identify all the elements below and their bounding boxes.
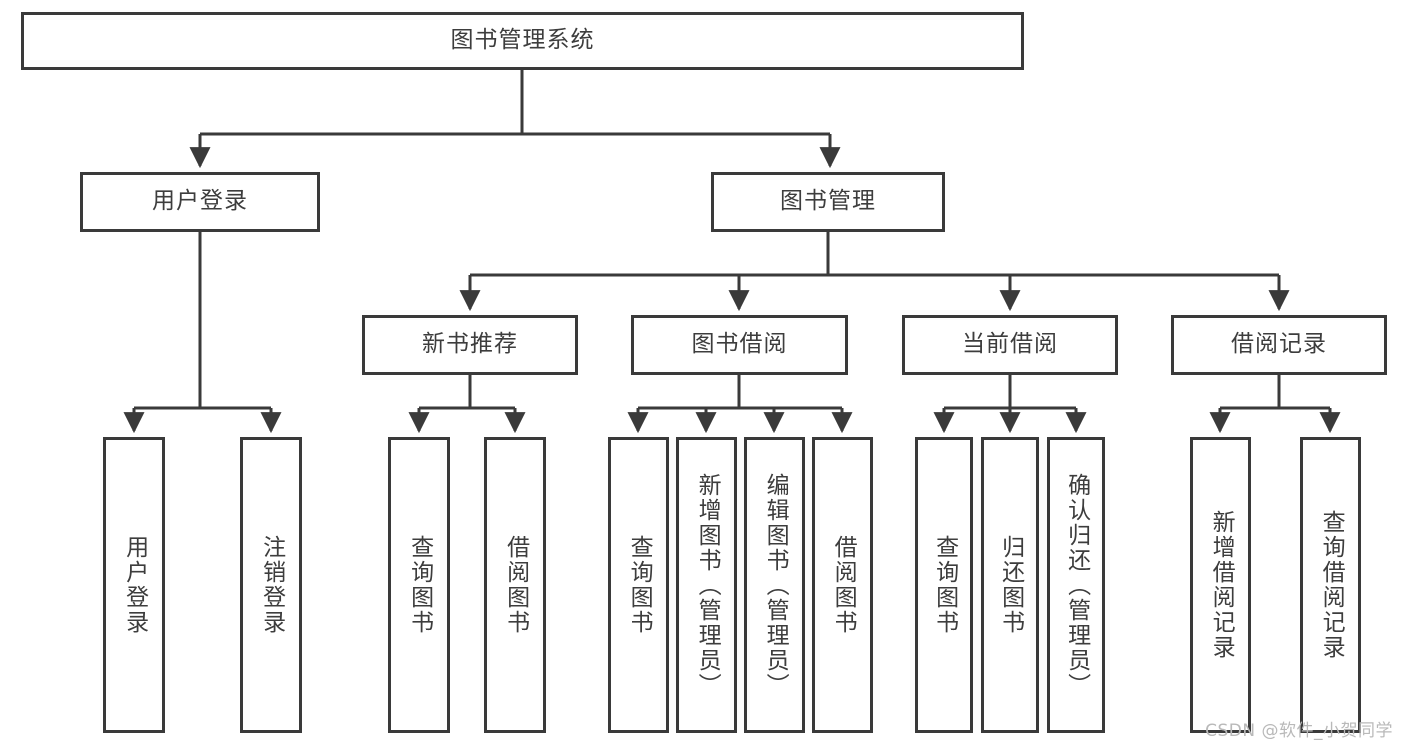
leaf-borrow-book-2[interactable]: 借阅图书 bbox=[812, 437, 873, 733]
node-current-borrow[interactable]: 当前借阅 bbox=[902, 315, 1118, 375]
node-label: 查询借阅记录 bbox=[1318, 510, 1345, 660]
node-label: 图书管理 bbox=[780, 188, 876, 215]
node-label: 新增借阅记录 bbox=[1208, 510, 1235, 660]
node-label: 图书管理系统 bbox=[450, 27, 595, 54]
node-label: 用户登录 bbox=[152, 188, 248, 215]
node-book-borrow[interactable]: 图书借阅 bbox=[631, 315, 848, 375]
leaf-user-login[interactable]: 用户登录 bbox=[103, 437, 165, 733]
leaf-add-book[interactable]: 新增图书（管理员） bbox=[676, 437, 737, 733]
node-new-book-recommend[interactable]: 新书推荐 bbox=[362, 315, 578, 375]
node-label: 归还图书 bbox=[997, 535, 1024, 635]
node-label: 当前借阅 bbox=[962, 331, 1058, 358]
leaf-query-book-1[interactable]: 查询图书 bbox=[388, 437, 450, 733]
node-label: 用户登录 bbox=[121, 535, 148, 635]
csdn-watermark: CSDN @软件_小贺同学 bbox=[1205, 721, 1393, 741]
node-label: 借阅图书 bbox=[830, 535, 857, 635]
node-label: 借阅记录 bbox=[1231, 331, 1327, 358]
leaf-confirm-return[interactable]: 确认归还（管理员） bbox=[1047, 437, 1105, 733]
node-book-management-system[interactable]: 图书管理系统 bbox=[21, 12, 1024, 70]
node-label: 新增图书（管理员） bbox=[694, 472, 721, 698]
node-label: 查询图书 bbox=[931, 535, 958, 635]
node-borrow-record[interactable]: 借阅记录 bbox=[1171, 315, 1387, 375]
node-label: 确认归还（管理员） bbox=[1063, 472, 1090, 698]
node-label: 图书借阅 bbox=[691, 331, 788, 358]
node-label: 借阅图书 bbox=[502, 535, 529, 635]
node-label: 注销登录 bbox=[258, 535, 285, 635]
leaf-add-record[interactable]: 新增借阅记录 bbox=[1190, 437, 1251, 733]
leaf-query-record[interactable]: 查询借阅记录 bbox=[1300, 437, 1361, 733]
node-label: 查询图书 bbox=[626, 535, 653, 635]
node-label: 新书推荐 bbox=[422, 331, 518, 358]
leaf-edit-book[interactable]: 编辑图书（管理员） bbox=[744, 437, 805, 733]
leaf-query-book-2[interactable]: 查询图书 bbox=[608, 437, 669, 733]
node-book-manage[interactable]: 图书管理 bbox=[711, 172, 945, 232]
node-user-login[interactable]: 用户登录 bbox=[80, 172, 320, 232]
leaf-query-book-3[interactable]: 查询图书 bbox=[915, 437, 973, 733]
node-label: 编辑图书（管理员） bbox=[762, 472, 789, 698]
leaf-borrow-book-1[interactable]: 借阅图书 bbox=[484, 437, 546, 733]
leaf-user-logout[interactable]: 注销登录 bbox=[240, 437, 302, 733]
leaf-return-book[interactable]: 归还图书 bbox=[981, 437, 1039, 733]
node-label: 查询图书 bbox=[406, 535, 433, 635]
